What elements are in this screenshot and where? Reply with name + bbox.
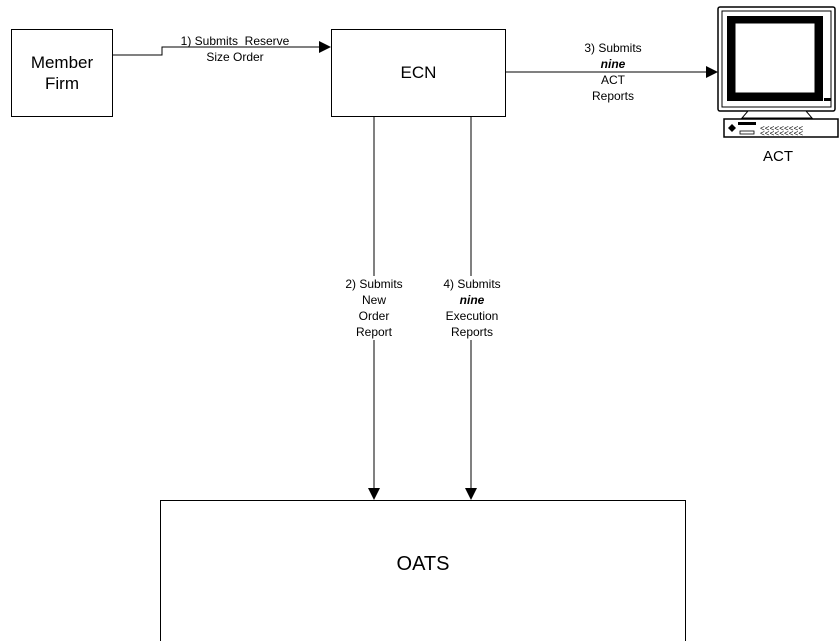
svg-text:<<<<<<<<<: <<<<<<<<<	[760, 130, 803, 139]
svg-text:<<<<<<<<<: <<<<<<<<<	[760, 125, 803, 134]
step2-label: 2) Submits New Order Report	[330, 276, 418, 340]
step4-line3: Execution	[445, 309, 499, 323]
step3-line4: Reports	[591, 89, 635, 103]
arrowhead-ecn	[319, 41, 331, 53]
step3-line3: ACT	[601, 73, 625, 87]
oats-box: OATS	[160, 500, 686, 641]
arrowhead-oats-1	[368, 488, 380, 500]
step1-line1: 1) Submits Reserve	[180, 34, 290, 48]
arrowhead-oats-2	[465, 488, 477, 500]
member-firm-label-line1: Member	[30, 53, 94, 72]
step3-line1: 3) Submits	[584, 41, 642, 55]
step2-line2: New	[361, 293, 386, 307]
arrowhead-act	[706, 66, 718, 78]
step1-label: 1) Submits Reserve Size Order	[150, 33, 320, 65]
step4-line1: 4) Submits	[443, 277, 501, 291]
ecn-box: ECN	[331, 29, 506, 117]
act-label: ACT	[748, 148, 808, 166]
member-firm-box: Member Firm	[11, 29, 113, 117]
step2-line3: Order	[358, 309, 390, 323]
step2-line4: Report	[355, 325, 393, 339]
ecn-label: ECN	[400, 63, 437, 82]
step4-label: 4) Submits nine Execution Reports	[424, 276, 520, 340]
step4-line4: Reports	[450, 325, 494, 339]
act-label-text: ACT	[763, 148, 793, 165]
step2-line1: 2) Submits	[345, 277, 403, 291]
computer-terminal-icon: <<<<<<<<< <<<<<<<<<	[717, 6, 839, 139]
step1-line2: Size Order	[206, 50, 264, 64]
arrow-member-to-ecn	[112, 46, 320, 56]
step3-line2: nine	[600, 57, 626, 71]
connector-layer: <<<<<<<<< <<<<<<<<<	[112, 6, 839, 500]
oats-label: OATS	[396, 552, 450, 575]
step3-label: 3) Submits nine ACT Reports	[568, 40, 658, 104]
member-firm-label-line2: Firm	[45, 74, 79, 93]
step4-line2: nine	[459, 293, 485, 307]
